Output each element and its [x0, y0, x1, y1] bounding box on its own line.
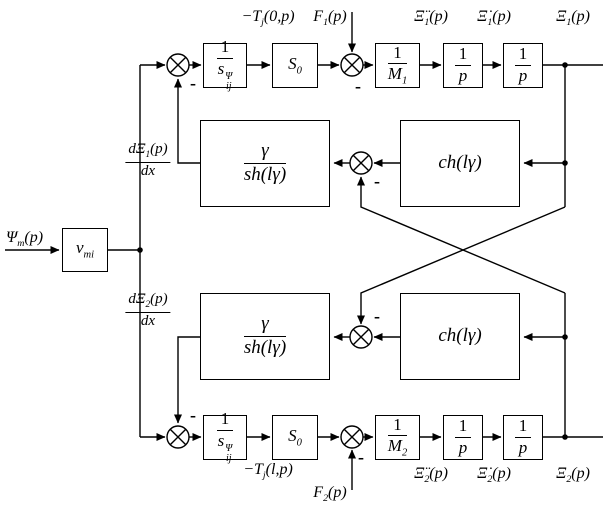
fraction: γ sh(lγ) [243, 313, 287, 359]
fraction: 1 M2 [387, 415, 408, 460]
denominator: M2 [387, 436, 408, 459]
fraction: 1 p [514, 45, 532, 85]
node-dot-xi2-out [562, 434, 568, 440]
block-ch-2-label: ch(lγ) [438, 325, 482, 347]
numerator: 1 [216, 410, 234, 432]
block-ch-2: ch(lγ) [400, 293, 520, 380]
s-sup: Ψ [225, 442, 233, 454]
block-s0-top-label: S0 [288, 53, 302, 76]
minus-sign-sum6: - [358, 447, 364, 467]
numerator: 1 [454, 417, 472, 438]
label-xi2-ddot: Ξ̈2(p) [414, 465, 448, 486]
fraction: 1 p [454, 417, 472, 457]
s-sub: ij [226, 81, 232, 93]
minus-sign-sum4: - [374, 306, 380, 326]
summing-junction-2 [340, 53, 364, 77]
denominator: sh(lγ) [243, 164, 287, 185]
arrow-cross-xi1-to-sum4 [357, 206, 566, 325]
denominator: p [518, 66, 528, 85]
block-nu-mi-label: νmi [75, 238, 95, 261]
node-dots [137, 62, 568, 440]
block-nu-mi: νmi [62, 228, 108, 272]
s-base: s [217, 431, 225, 451]
block-integrator-1a: 1 p [443, 43, 483, 88]
minus-sign-sum1: - [190, 73, 196, 93]
label-xi1-ddot: Ξ̈1(p) [414, 8, 448, 29]
denominator: sh(lγ) [243, 337, 287, 358]
block-ch-1-label: ch(lγ) [438, 152, 482, 174]
block-ch-1: ch(lγ) [400, 120, 520, 207]
block-1-over-m2: 1 M2 [375, 415, 420, 460]
block-gamma-over-sh-2: γ sh(lγ) [200, 293, 330, 380]
minus-sign-sum3: - [374, 171, 380, 191]
minus-sign-sum2: - [355, 76, 361, 96]
denominator: dx [140, 312, 156, 329]
denominator: M1 [387, 64, 408, 87]
s-base: s [217, 59, 225, 79]
denominator: p [518, 438, 528, 457]
numerator: 1 [387, 415, 408, 437]
denominator: p [458, 438, 468, 457]
block-integrator-2a: 1 p [443, 415, 483, 460]
block-s0-bottom: S0 [272, 415, 318, 460]
block-s0-bottom-label: S0 [288, 425, 302, 448]
arrow-sh1-to-sum1 [174, 78, 200, 164]
summing-junction-3 [349, 151, 373, 175]
node-dot-fb2 [562, 334, 568, 340]
numerator: 1 [514, 45, 532, 66]
label-psi-m-input: Ψm(p) [6, 229, 44, 250]
fraction: 1 p [454, 45, 472, 85]
numerator: dΞ2(p) [125, 291, 171, 313]
label-f1: F1(p) [313, 8, 347, 29]
fraction: γ sh(lγ) [243, 140, 287, 186]
numerator: 1 [514, 417, 532, 438]
numerator: 1 [387, 43, 408, 65]
node-dot-fb1 [562, 160, 568, 166]
denominator: dx [140, 162, 156, 179]
label-dxi1-dx: dΞ1(p) dx [125, 141, 171, 180]
s-sup: Ψ [225, 70, 233, 82]
s-sub: ij [226, 453, 232, 465]
node-dot-xi1-out [562, 62, 568, 68]
minus-sign-sum5: - [190, 405, 196, 425]
label-minus-tj-0p: −Tj(0,p) [241, 8, 295, 29]
arrow-sh2-to-sum5 [174, 336, 200, 424]
numerator: 1 [216, 38, 234, 60]
fraction: 1 M1 [387, 43, 408, 88]
label-xi1-dot: Ξ̇1(p) [477, 8, 511, 29]
block-integrator-2b: 1 p [503, 415, 543, 460]
label-xi2-dot: Ξ̇2(p) [477, 465, 511, 486]
arrow-cross-xi2-to-sum3 [357, 176, 566, 294]
summing-junction-6 [340, 425, 364, 449]
summing-junction-4 [349, 325, 373, 349]
block-s0-top: S0 [272, 43, 318, 88]
numerator: dΞ1(p) [125, 141, 171, 163]
block-integrator-1b: 1 p [503, 43, 543, 88]
label-f2: F2(p) [313, 484, 347, 505]
summing-junction-5 [166, 425, 190, 449]
summing-junction-1 [166, 53, 190, 77]
block-gamma-over-sh-1: γ sh(lγ) [200, 120, 330, 207]
fraction: 1 p [514, 417, 532, 457]
numerator: γ [243, 140, 287, 164]
numerator: γ [243, 313, 287, 337]
label-xi2: Ξ2(p) [556, 465, 590, 486]
label-minus-tj-lp: −Tj(l,p) [243, 461, 293, 482]
numerator: 1 [454, 45, 472, 66]
node-dot-nu-branch [137, 247, 143, 253]
denominator: p [458, 66, 468, 85]
block-1-over-m1: 1 M1 [375, 43, 420, 88]
label-xi1: Ξ1(p) [556, 8, 590, 29]
label-dxi2-dx: dΞ2(p) dx [125, 291, 171, 330]
wire-nu-output-bus [108, 65, 141, 437]
